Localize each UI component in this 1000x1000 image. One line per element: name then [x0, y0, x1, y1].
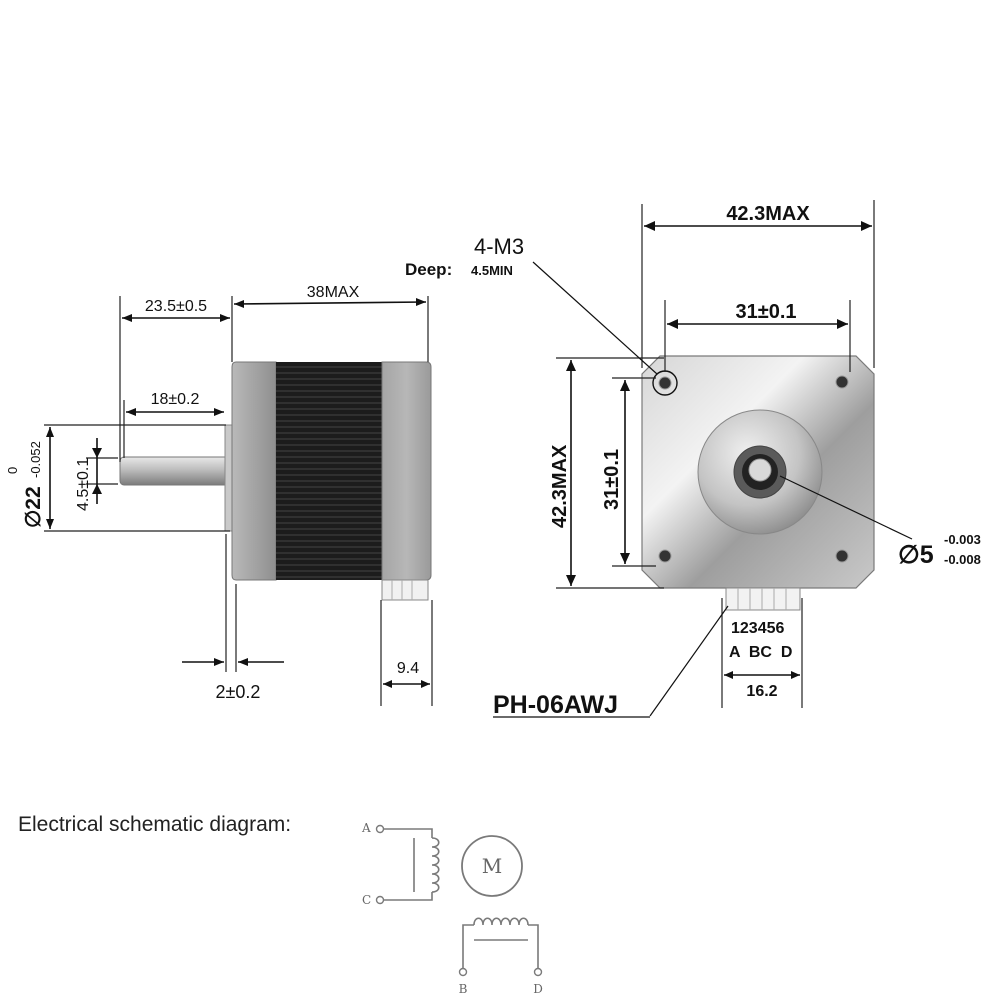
dim-shaft-length: 23.5±0.5 — [145, 298, 207, 315]
screw-depth-value: 4.5MIN — [471, 263, 513, 278]
motor-front-cap — [231, 361, 277, 581]
dim-width-max: 42.3MAX — [726, 203, 810, 225]
motor-body — [276, 362, 382, 580]
terminal-a-label: A — [361, 821, 371, 835]
side-view: 23.5±0.5 38MAX 18±0.2 4.5±0.1 ∅22 0 -0.0… — [5, 284, 433, 706]
terminal-a — [375, 824, 385, 834]
terminal-d-label: D — [533, 982, 543, 996]
mount-hole — [835, 549, 849, 563]
terminal-c — [375, 895, 385, 905]
dim-flat-length: 18±0.2 — [151, 391, 200, 408]
mount-hole — [658, 549, 672, 563]
dim-boss-diameter: ∅22 — [22, 486, 45, 528]
coil-ac — [431, 837, 440, 893]
schematic-caption: Electrical schematic diagram: — [18, 813, 292, 836]
dim-connector-depth: 9.4 — [397, 660, 419, 677]
shaft-end — [748, 458, 772, 482]
dim-flat-depth: 4.5±0.1 — [75, 458, 92, 511]
screw-depth-label: Deep: — [405, 260, 452, 279]
connector-phases: A BC D — [729, 644, 792, 661]
motor-shaft — [119, 456, 233, 486]
mount-hole — [658, 376, 672, 390]
mount-hole — [835, 375, 849, 389]
dim-boss-tol-lower: -0.052 — [28, 441, 43, 478]
motor-symbol-label: M — [482, 854, 502, 878]
motor-rear-cap — [381, 361, 432, 581]
dim-hole-spacing-horizontal: 31±0.1 — [735, 301, 796, 323]
terminal-d — [533, 967, 543, 977]
dim-connector-width: 16.2 — [746, 683, 777, 700]
dim-boss-height: 2±0.2 — [216, 682, 261, 702]
dim-hole-spacing-vertical: 31±0.1 — [601, 449, 623, 510]
motor-symbol — [461, 835, 523, 897]
side-connector — [381, 579, 429, 601]
screw-spec-label: 4-M3 — [474, 234, 524, 259]
shaft-tol-lower: -0.008 — [944, 552, 981, 567]
connector-pins: 123456 — [731, 620, 784, 637]
terminal-b — [458, 967, 468, 977]
connector-model: PH-06AWJ — [493, 691, 618, 719]
shaft-diameter-symbol: ∅5 — [898, 541, 934, 569]
dim-boss-tol-upper: 0 — [5, 467, 20, 474]
terminal-c-label: C — [362, 893, 371, 907]
front-connector — [725, 587, 801, 611]
front-view: 42.3MAX 31±0.1 42.3MAX 31±0.1 4-M3 Deep:… — [405, 200, 981, 719]
terminal-b-label: B — [459, 982, 468, 996]
coil-bd — [473, 917, 529, 926]
dim-body-length: 38MAX — [307, 284, 360, 301]
shaft-tol-upper: -0.003 — [944, 532, 981, 547]
dim-height-max: 42.3MAX — [549, 444, 571, 528]
electrical-schematic: A C M B D — [361, 821, 543, 996]
